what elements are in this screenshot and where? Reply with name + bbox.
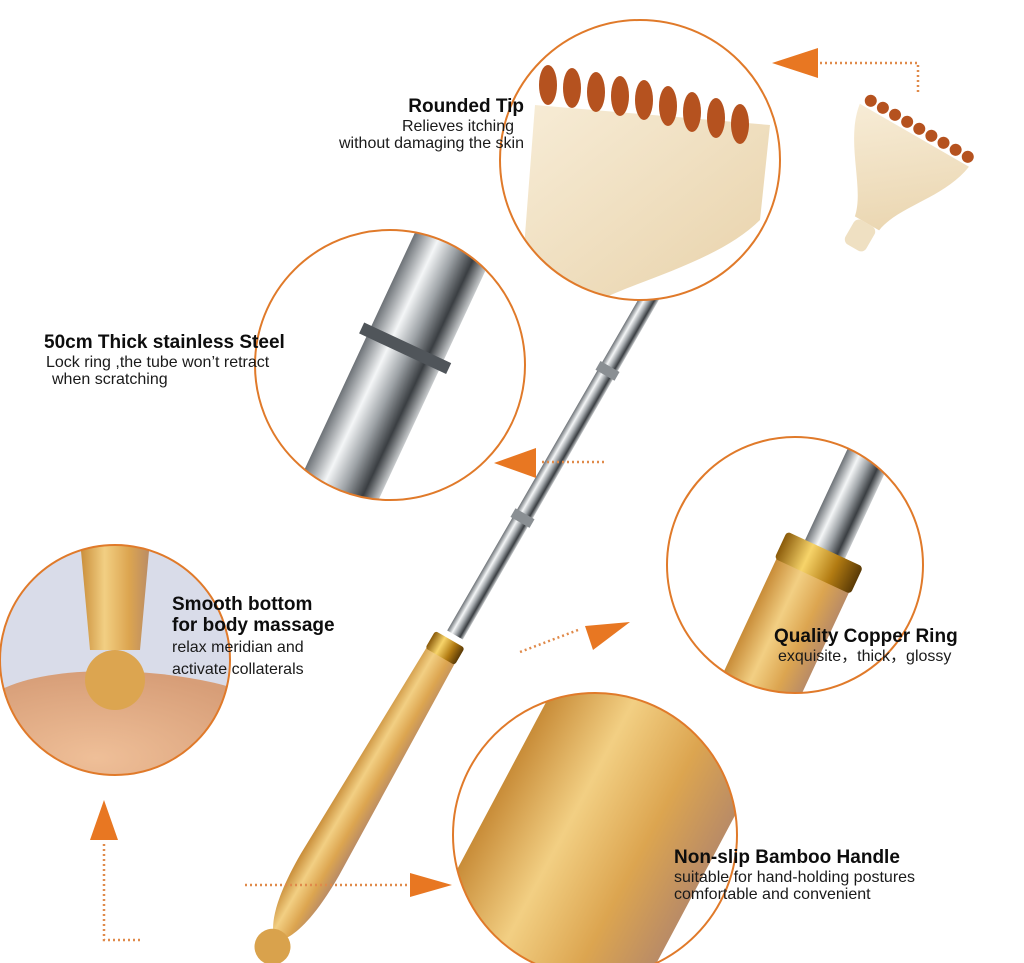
callout-smooth-bottom: Smooth bottom for body massage relax mer… [172,594,335,679]
callout-title: Smooth bottom [172,594,313,615]
callout-stainless-steel: 50cm Thick stainless Steel Lock ring ,th… [44,332,285,388]
callout-line: relax meridian and [172,639,304,657]
callout-line: Lock ring ,the tube won’t retract [46,353,270,371]
callout-line: activate collaterals [172,661,304,679]
arrow-up-icon [90,800,118,840]
callout-line: exquisite，thick，glossy [778,647,952,665]
callout-title-line2: for body massage [172,614,335,636]
callout-line: comfortable and convenient [674,885,871,903]
arrow-right-icon [410,873,452,897]
detail-circle-rounded-tip [499,19,781,301]
arrow-diagonal-icon [585,622,630,650]
callout-line: without damaging the skin [339,134,524,152]
callout-bamboo-handle: Non-slip Bamboo Handle suitable for hand… [674,847,916,903]
arrow-left-icon [494,448,536,478]
arrow-left-icon [772,48,818,78]
callout-line: when scratching [52,370,168,388]
leader-lines [102,61,920,942]
callout-title: Quality Copper Ring [774,626,958,647]
detail-circle-smooth-bottom [0,544,231,776]
main-product [254,94,974,963]
callout-title: 50cm Thick stainless Steel [44,332,285,353]
callout-copper-ring: Quality Copper Ring exquisite，thick，glos… [774,626,958,665]
callout-line: suitable for hand-holding postures [674,868,916,886]
callout-title: Rounded Tip [408,96,524,117]
callout-rounded-tip: Rounded Tip Relieves itching without dam… [270,96,524,152]
callout-title: Non-slip Bamboo Handle [674,847,900,868]
detail-circle-copper-ring [666,436,924,694]
arrow-heads [90,48,818,897]
callout-line: Relieves itching [401,117,514,135]
